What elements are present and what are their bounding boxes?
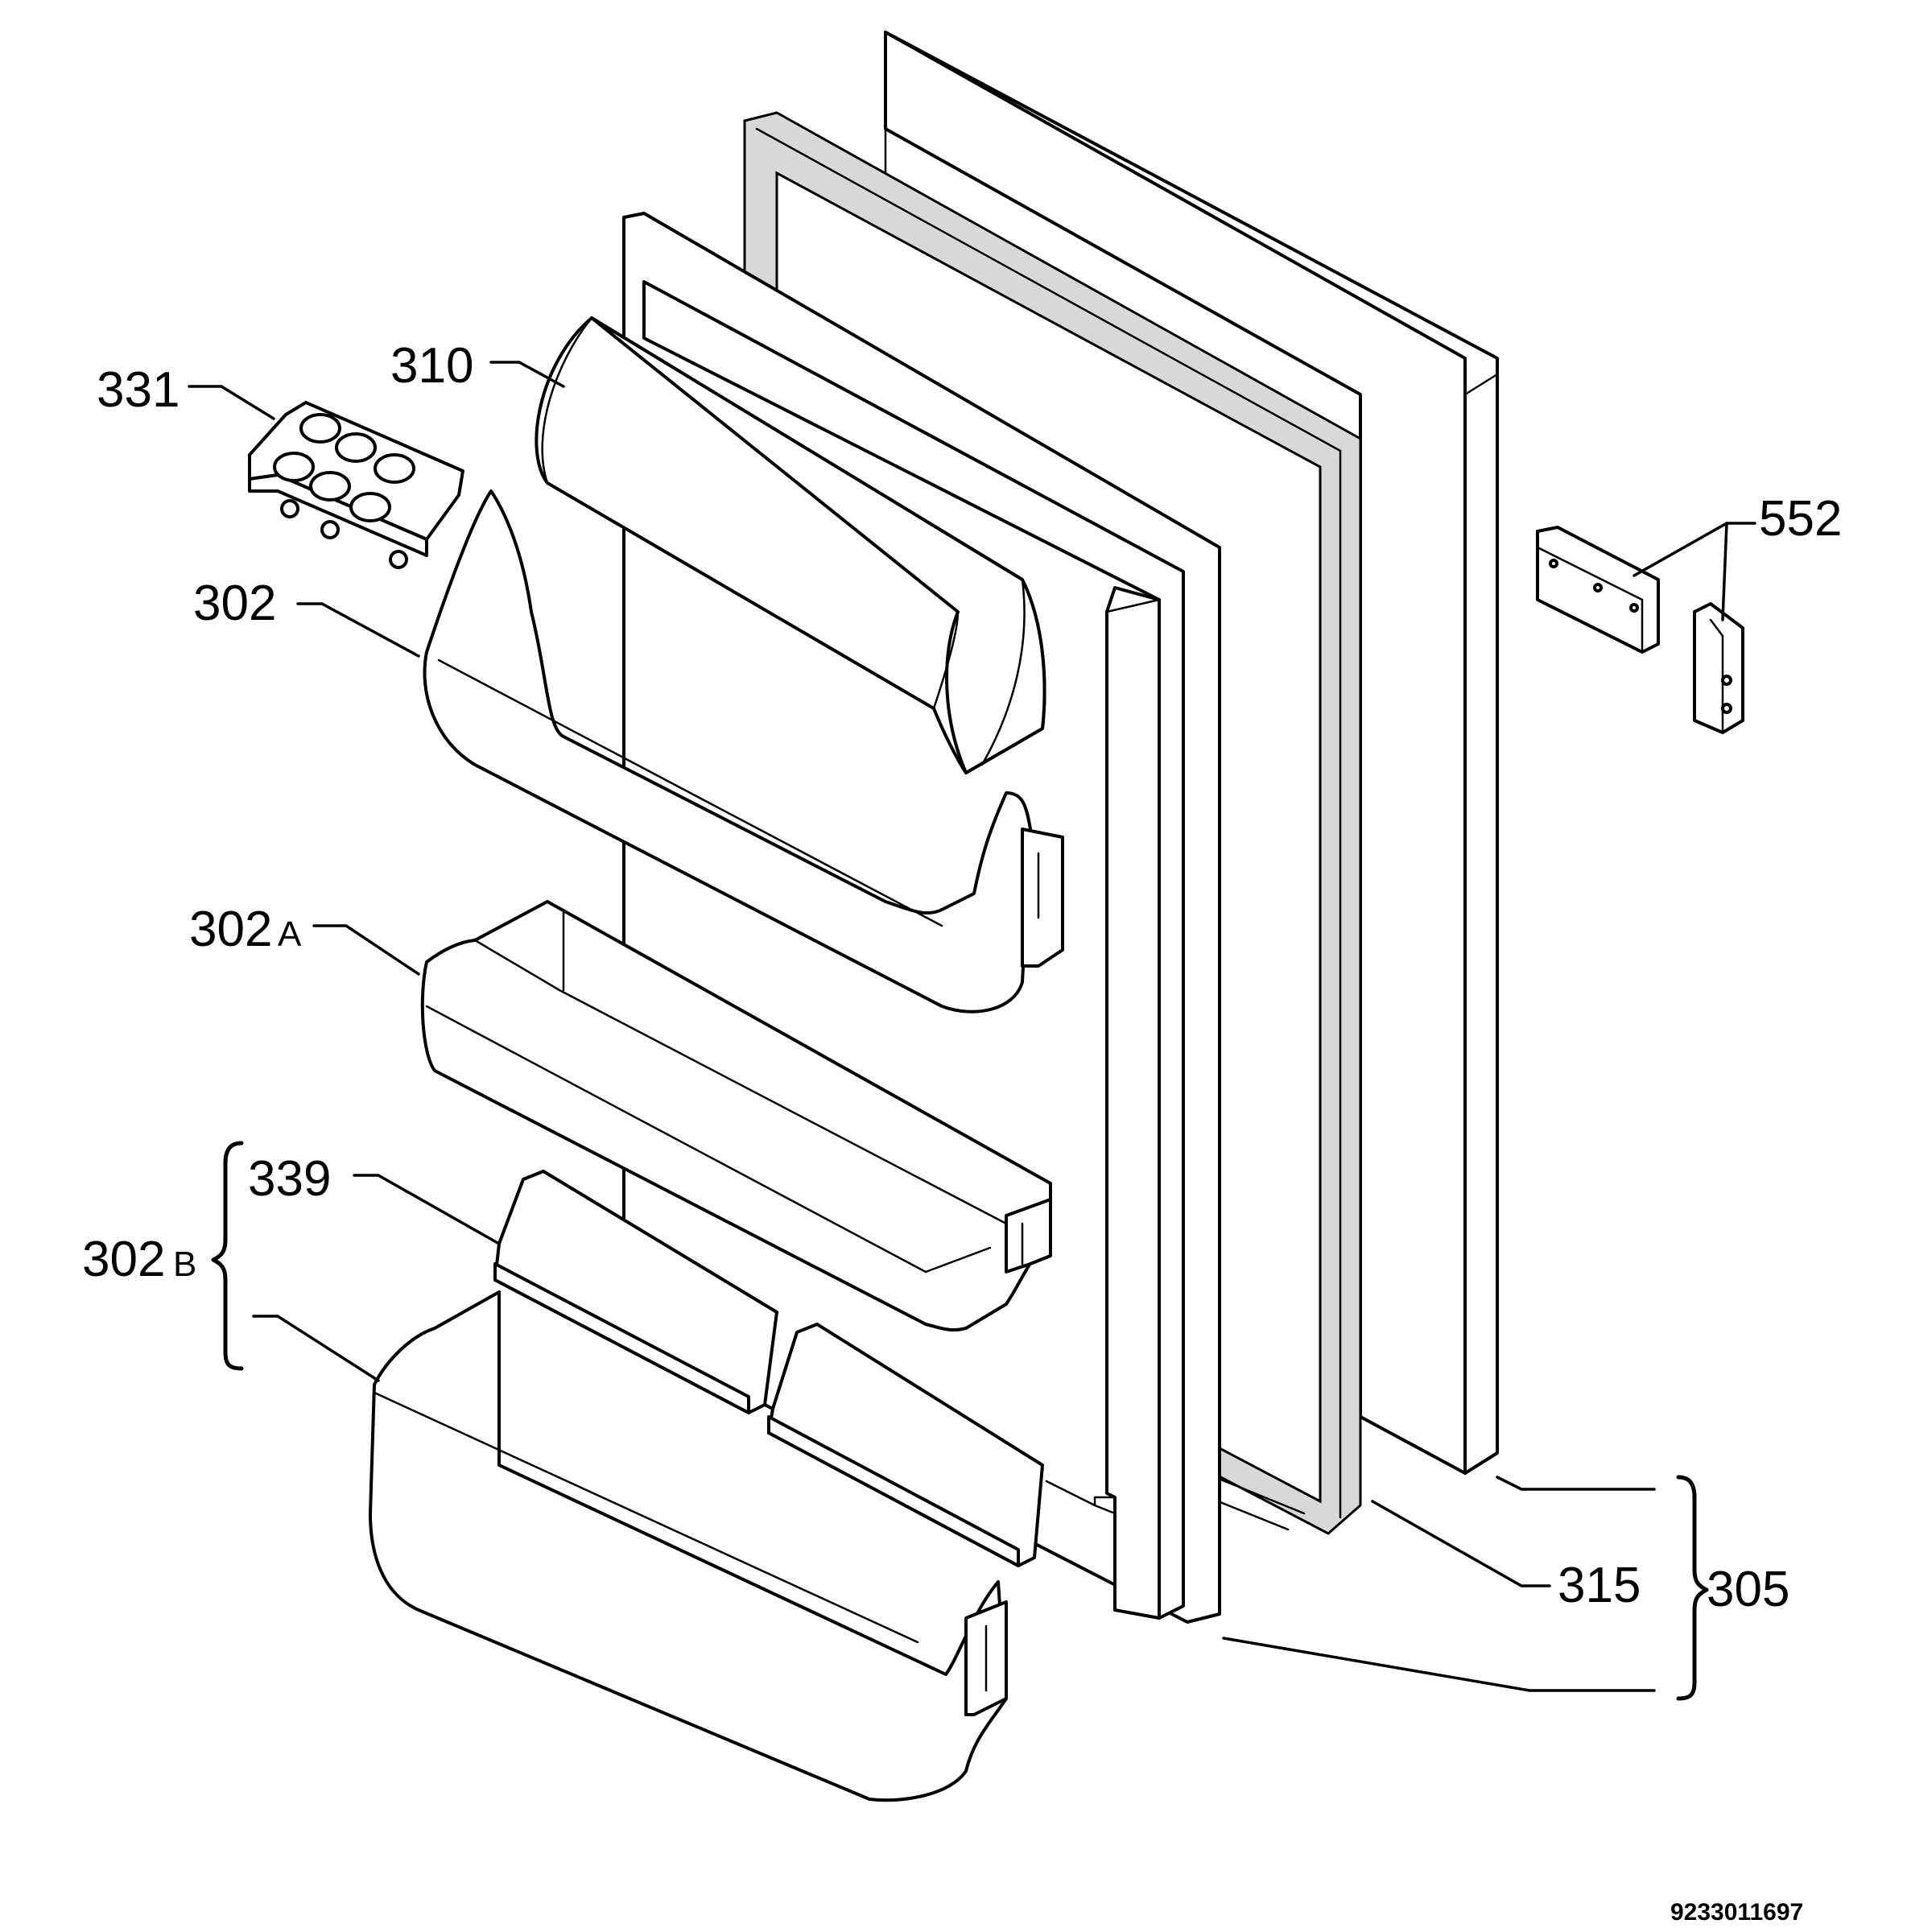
label-310: 310 [390, 338, 473, 394]
brace-302b [211, 1141, 244, 1371]
label-305: 305 [1707, 1562, 1789, 1617]
document-number: 9233011697 [1670, 1899, 1803, 1926]
hinge-bracket [1693, 602, 1744, 734]
door-shelf-bottom [369, 1290, 1008, 1802]
label-339: 339 [248, 1151, 331, 1207]
label-552: 552 [1759, 491, 1842, 547]
egg-cup [273, 413, 415, 522]
label-331: 331 [97, 362, 180, 418]
label-302b-number: 302 [82, 1232, 165, 1287]
label-315: 315 [1558, 1558, 1641, 1613]
butter-compartment-lid [535, 316, 1046, 774]
leader-lines [188, 361, 1756, 1692]
hinge-plate [1536, 526, 1660, 654]
bottle-retainer-right [767, 1323, 1044, 1567]
brace-305 [1676, 1475, 1709, 1701]
label-302: 302 [193, 576, 276, 631]
door-shelf-middle [420, 900, 1052, 1332]
door-shelf-upper [423, 489, 1064, 1013]
label-302a-suffix: A [278, 914, 302, 954]
bottle-retainer-left [493, 1170, 778, 1414]
label-302a-number: 302 [189, 902, 272, 957]
egg-tray [248, 401, 464, 569]
label-302b-suffix: B [173, 1245, 196, 1284]
